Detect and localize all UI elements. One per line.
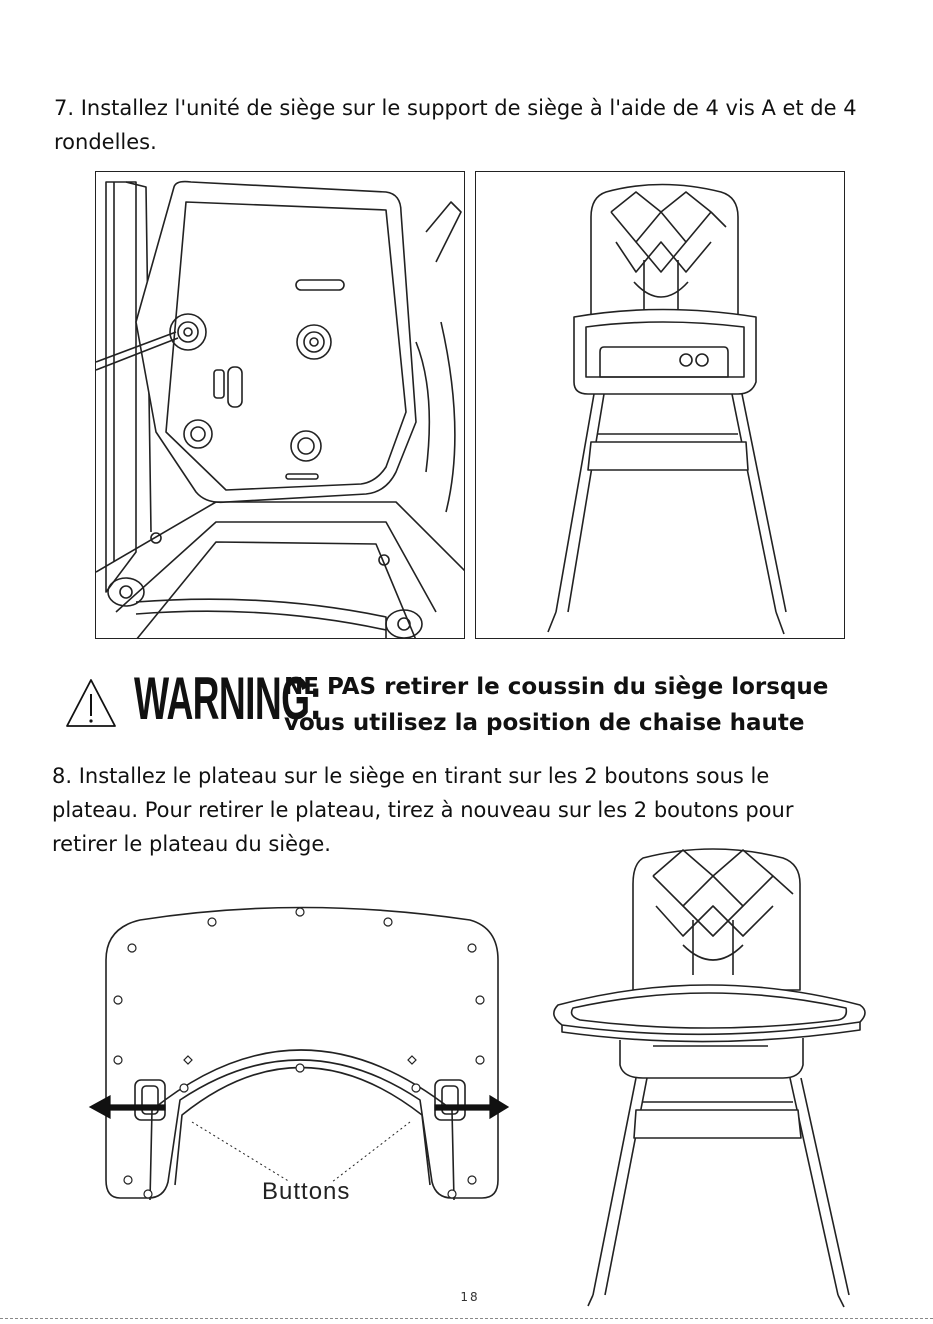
- step-7-instruction: 7. Installez l'unité de siège sur le sup…: [54, 96, 857, 154]
- warning-text-line-1: NE PAS retirer le coussin du siège lorsq…: [284, 674, 829, 700]
- warning-block: WARNING: NE PAS retirer le coussin du si…: [64, 665, 884, 750]
- seat-underside-drawing: [96, 180, 464, 638]
- warning-label: WARNING:: [134, 665, 322, 732]
- assembled-chair-figure: [475, 171, 845, 639]
- pull-right-arrow-icon: [434, 1094, 510, 1120]
- buttons-label: Buttons: [262, 1178, 351, 1205]
- bottom-page-rule: [0, 1318, 933, 1319]
- step-8-instruction: 8. Installez le plateau sur le siège en …: [52, 764, 794, 856]
- pull-left-arrow-icon: [88, 1094, 166, 1120]
- assembled-chair-drawing: [547, 183, 787, 635]
- warning-triangle-icon: [66, 679, 116, 727]
- warning-text-line-2: vous utilisez la position de chaise haut…: [284, 710, 805, 736]
- tray-underside-drawing: [88, 906, 510, 1201]
- page-number: 18: [460, 1290, 480, 1304]
- seat-underside-figure: [95, 171, 465, 639]
- chair-with-tray-drawing: [553, 848, 866, 1308]
